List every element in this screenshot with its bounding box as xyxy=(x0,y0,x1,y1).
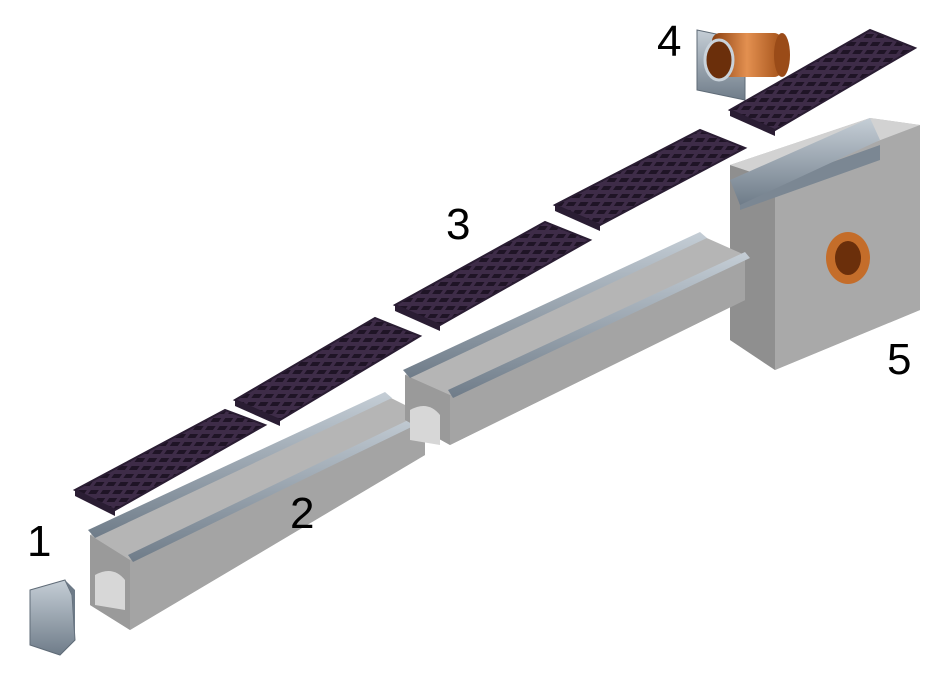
grate-icon xyxy=(232,316,423,426)
callout-4: 4 xyxy=(657,17,682,66)
callout-2: 2 xyxy=(290,489,315,538)
callout-1: 1 xyxy=(27,517,52,566)
grate-icon xyxy=(727,28,918,136)
grate-icon xyxy=(392,220,593,331)
end-cap-icon xyxy=(29,579,76,656)
callout-3: 3 xyxy=(446,200,471,249)
grate-icon xyxy=(72,408,268,516)
callout-5: 5 xyxy=(887,335,912,384)
pipe-adapter-icon xyxy=(696,29,790,101)
drain-channel-icon xyxy=(403,232,750,445)
drain-channel-icon xyxy=(88,392,430,630)
drain-channel-icon xyxy=(730,118,880,205)
grate-icon xyxy=(552,128,748,231)
